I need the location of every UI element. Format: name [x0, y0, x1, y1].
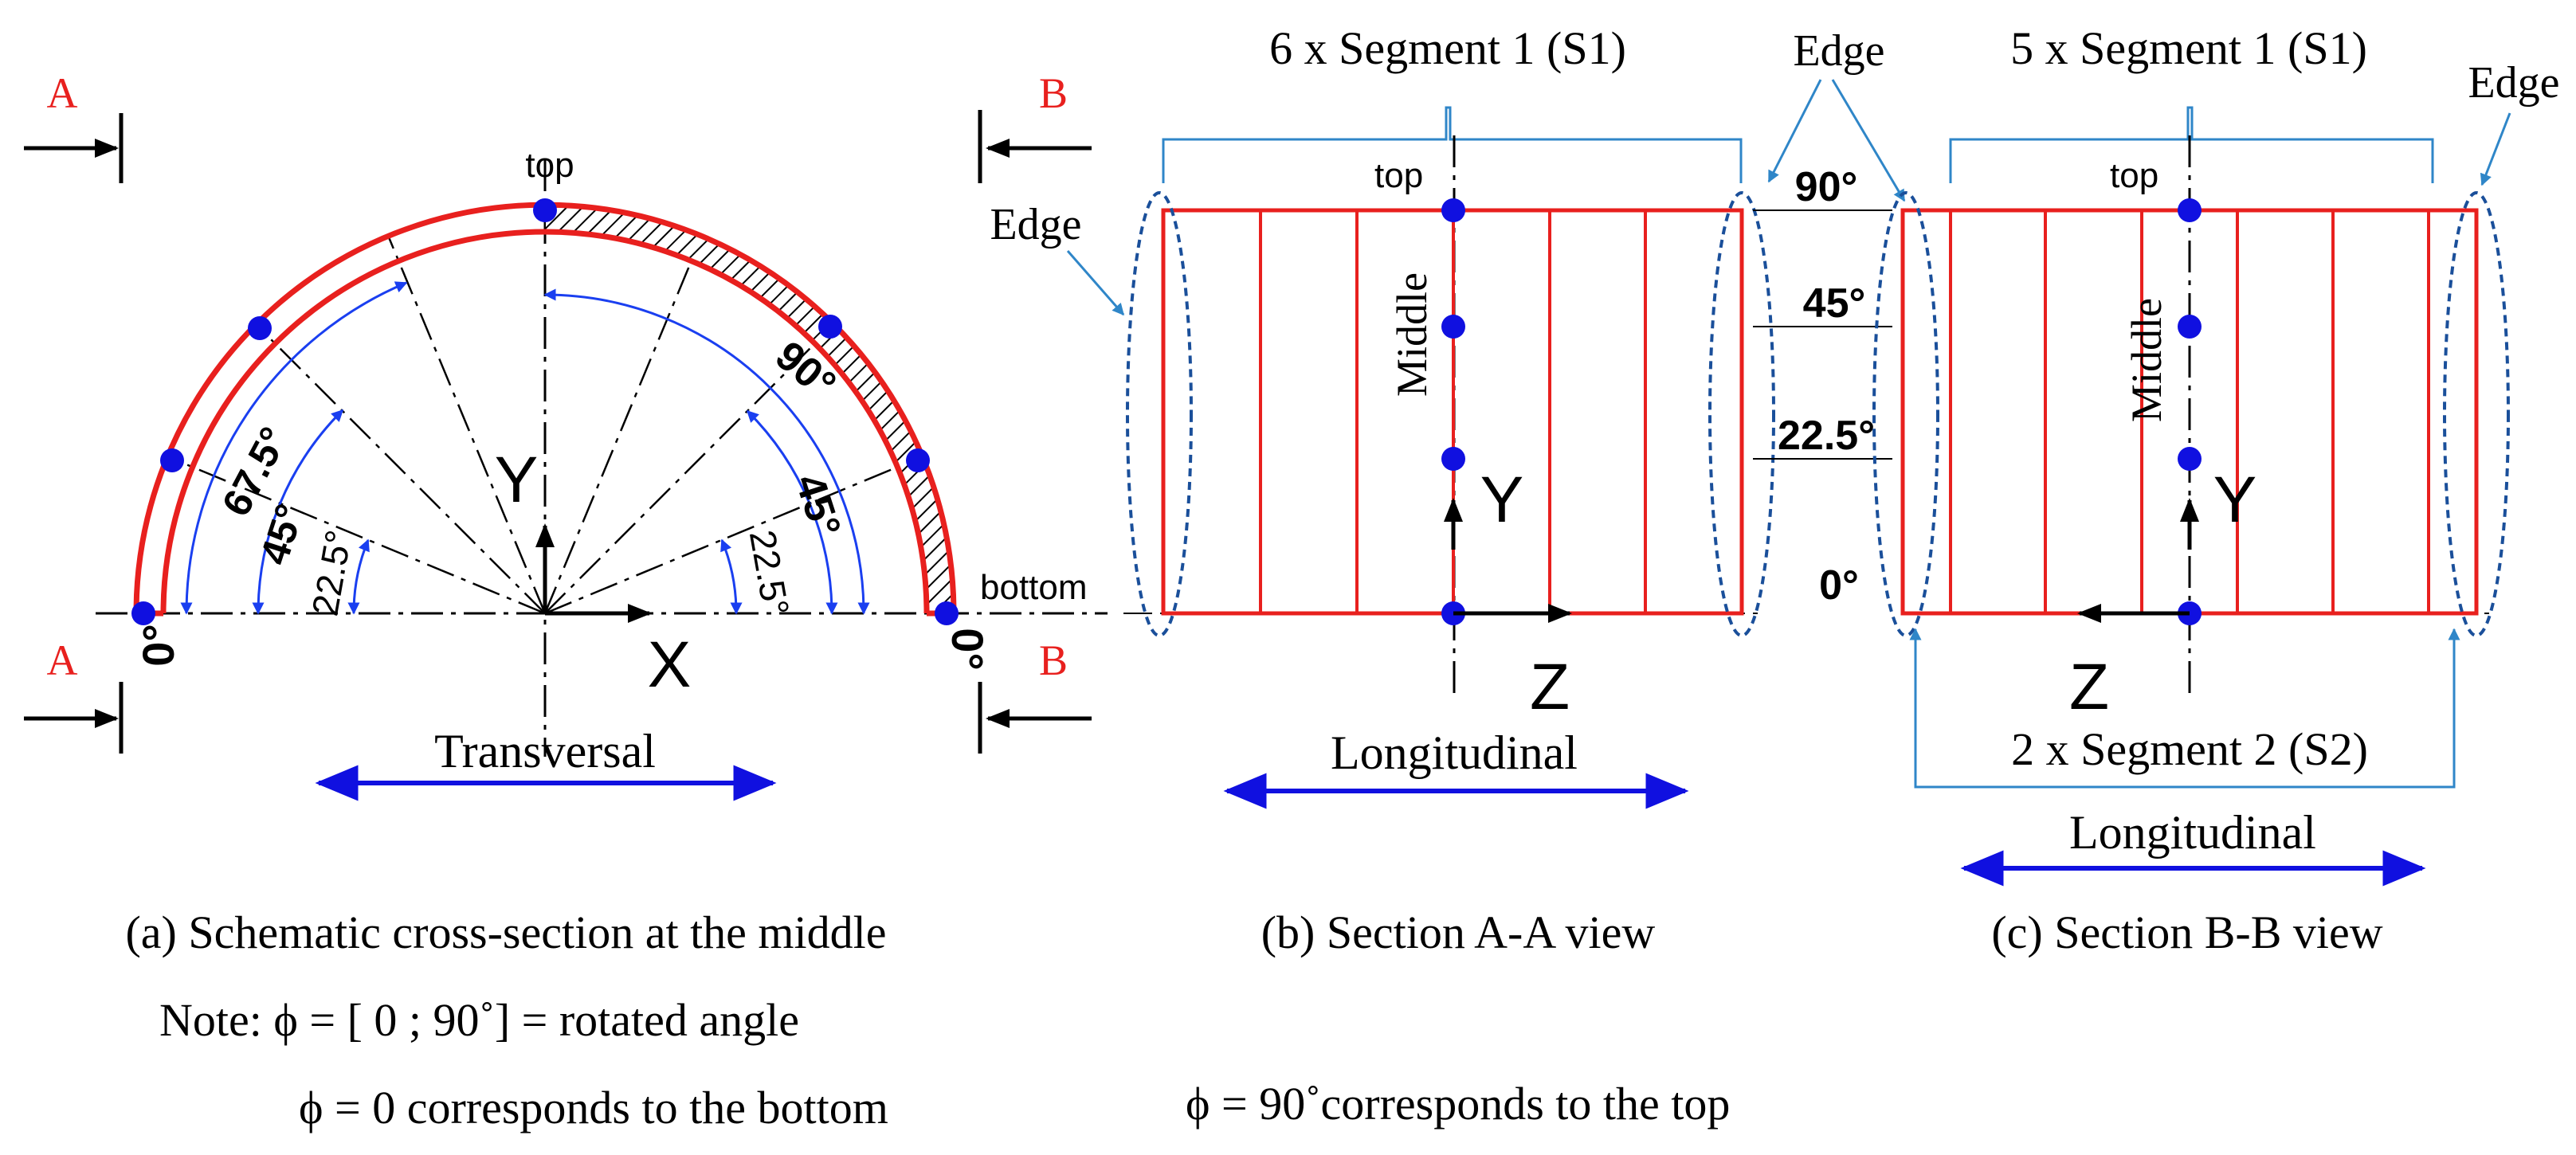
- axis-y-label-b: Y: [1480, 464, 1524, 536]
- direction-label-longitudinal-c: Longitudinal: [2069, 806, 2316, 859]
- notes: Note: ϕ = [ 0 ; 90˚] = rotated angle ϕ =…: [159, 994, 1730, 1133]
- label-top-c: top: [2110, 156, 2158, 195]
- section-aa-panel: 6 x Segment 1 (S1) Edge top Middle: [990, 22, 1775, 958]
- segments-brace-c: [1949, 106, 2434, 183]
- measurement-points-a: [131, 198, 959, 625]
- scale-22: 22.5°: [1778, 413, 1875, 459]
- label-middle-c: Middle: [2123, 298, 2170, 422]
- direction-label-longitudinal-b: Longitudinal: [1331, 726, 1578, 779]
- point-left-0: [131, 601, 155, 625]
- angle-arcs-right: [543, 288, 870, 615]
- note-line-2: ϕ = 0 corresponds to the bottom: [299, 1082, 888, 1133]
- edge-label-b: Edge: [990, 200, 1081, 249]
- section-bb-panel: 5 x Segment 1 (S1) Edge top Middle Y Z: [1872, 22, 2560, 958]
- marker-label: A: [47, 636, 78, 684]
- label-top-b: top: [1374, 156, 1423, 195]
- measurement-points-c: [2178, 198, 2202, 625]
- scale-0: 0°: [1819, 562, 1859, 609]
- marker-label: B: [1039, 636, 1068, 684]
- note-line-3: ϕ = 90˚corresponds to the top: [1186, 1078, 1730, 1130]
- point-right-0: [935, 601, 959, 625]
- angle-label-left-45: 45°: [252, 499, 313, 570]
- caption-a: (a) Schematic cross-section at the middl…: [125, 906, 886, 958]
- note-line-1: Note: ϕ = [ 0 ; 90˚] = rotated angle: [159, 994, 799, 1046]
- caption-b: (b) Section A-A view: [1261, 906, 1656, 958]
- edge-ellipse-right-c: [2443, 191, 2510, 637]
- point-top: [533, 198, 557, 222]
- marker-label: B: [1039, 69, 1068, 117]
- edge-ellipse-left-b: [1126, 191, 1193, 637]
- segments2-bracket: [1914, 631, 2456, 789]
- edge-ellipse-right-b: [1708, 191, 1775, 637]
- label-top: top: [525, 146, 574, 185]
- edge-pointer-b: [1066, 250, 1125, 316]
- point-right-22: [906, 448, 930, 472]
- scale-90: 90°: [1795, 164, 1858, 210]
- segments-label-b: 6 x Segment 1 (S1): [1269, 22, 1626, 74]
- scale-45: 45°: [1803, 280, 1866, 327]
- angle-label-left-0: 0°: [133, 624, 183, 667]
- point-right-45: [818, 315, 842, 339]
- cross-section-panel: top bottom Y X 67.5° 45° 22.5° 0° 90° 45…: [96, 146, 1108, 958]
- axis-y-label: Y: [495, 444, 539, 516]
- segments-brace-b: [1162, 106, 1743, 183]
- angle-label-left-22: 22.5°: [304, 527, 359, 619]
- section-marker-b-top: B: [978, 69, 1092, 183]
- axis-y-label-c: Y: [2213, 464, 2257, 536]
- angle-scale: Edge 90° 45° 22.5° 0°: [1753, 26, 1906, 609]
- segments-label-c: 5 x Segment 1 (S1): [2010, 22, 2367, 74]
- point-left-45: [160, 448, 184, 472]
- angle-label-right-22: 22.5°: [742, 527, 798, 619]
- section-marker-b-bottom: B: [978, 636, 1092, 754]
- segment-dividers-c: [1949, 210, 2430, 613]
- segments2-label: 2 x Segment 2 (S2): [2011, 723, 2368, 775]
- axis-z-label-b: Z: [1530, 651, 1570, 723]
- angle-label-right-45: 45°: [786, 468, 849, 542]
- label-bottom: bottom: [980, 568, 1088, 607]
- caption-c: (c) Section B-B view: [1991, 906, 2382, 958]
- marker-label: A: [47, 69, 78, 117]
- edge-label-shared: Edge: [1793, 26, 1884, 76]
- segment-dividers-b: [1259, 210, 1647, 613]
- angle-arcs-left: [180, 281, 408, 615]
- point-left-67: [248, 316, 272, 340]
- edge-label-c: Edge: [2468, 58, 2559, 108]
- edge-ellipse-left-c: [1872, 191, 1939, 637]
- axis-z-label-c: Z: [2069, 651, 2109, 723]
- direction-label-transversal: Transversal: [434, 725, 656, 777]
- axis-x-label: X: [648, 628, 692, 701]
- angle-label-right-0: 0°: [943, 628, 993, 671]
- label-middle-b: Middle: [1388, 272, 1436, 397]
- section-marker-a-top: A: [24, 69, 124, 183]
- section-marker-a-bottom: A: [24, 636, 124, 754]
